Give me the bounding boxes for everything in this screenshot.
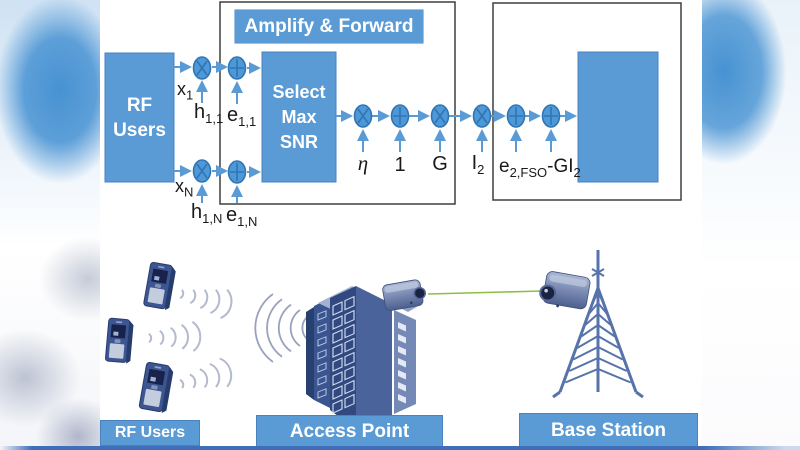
adder-node <box>390 104 410 128</box>
coef-I2: I2 <box>471 152 485 177</box>
signal-x1: x1 <box>177 79 194 103</box>
fso-transceiver-icon <box>382 279 427 311</box>
coef-h11: h1,1 <box>194 101 224 126</box>
rf-users-block <box>104 52 175 183</box>
base-station-caption: Base Station <box>519 413 698 448</box>
multiplier-node <box>192 159 212 183</box>
mobile-phone-icon <box>105 317 134 364</box>
coef-h1N: h1,N <box>191 201 223 226</box>
select-max-snr-block <box>261 51 337 183</box>
coef-one: 1 <box>394 154 406 176</box>
bottom-edge-strip <box>0 446 800 450</box>
multiplier-node <box>430 104 450 128</box>
wifi-waves-icon <box>148 289 233 389</box>
coef-e1N: e1,N <box>226 204 258 229</box>
access-point-caption: Access Point <box>256 415 443 449</box>
coef-gain: G <box>432 153 448 175</box>
multiplier-node <box>353 104 373 128</box>
multiplier-node <box>472 104 492 128</box>
coef-e11: e1,1 <box>227 104 257 129</box>
adder-node <box>506 104 526 128</box>
multiplier-node <box>192 56 212 80</box>
amplify-forward-title-text: Amplify & Forward <box>244 15 414 37</box>
adder-node <box>227 56 247 80</box>
rf-users-caption: RF Users <box>100 420 200 446</box>
amplify-forward-title: Amplify & Forward <box>235 10 423 43</box>
mobile-phone-icon <box>143 261 176 311</box>
adder-node <box>541 104 561 128</box>
destination-block <box>577 51 659 183</box>
blurred-left-margin <box>0 0 100 450</box>
fso-transceiver-icon <box>539 271 591 310</box>
coef-eta: η <box>357 151 369 175</box>
radio-tower-icon <box>552 250 644 399</box>
blurred-right-margin <box>702 0 800 450</box>
laser-beam <box>427 290 543 295</box>
coef-e2fso-gi2: e2,FSO-GI2 <box>499 156 581 180</box>
math-nodes <box>192 56 561 184</box>
signal-flow-arrows <box>174 61 577 203</box>
access-point-building-icon <box>306 286 420 430</box>
select-max-snr-label: Select Max SNR <box>272 81 326 152</box>
base-station-frame <box>492 2 682 201</box>
signal-xN: xN <box>175 176 194 200</box>
adder-node <box>227 160 247 184</box>
mobile-phone-icon <box>138 361 174 414</box>
rf-users-block-label: RF Users <box>113 94 166 141</box>
amplify-forward-frame <box>219 1 456 205</box>
